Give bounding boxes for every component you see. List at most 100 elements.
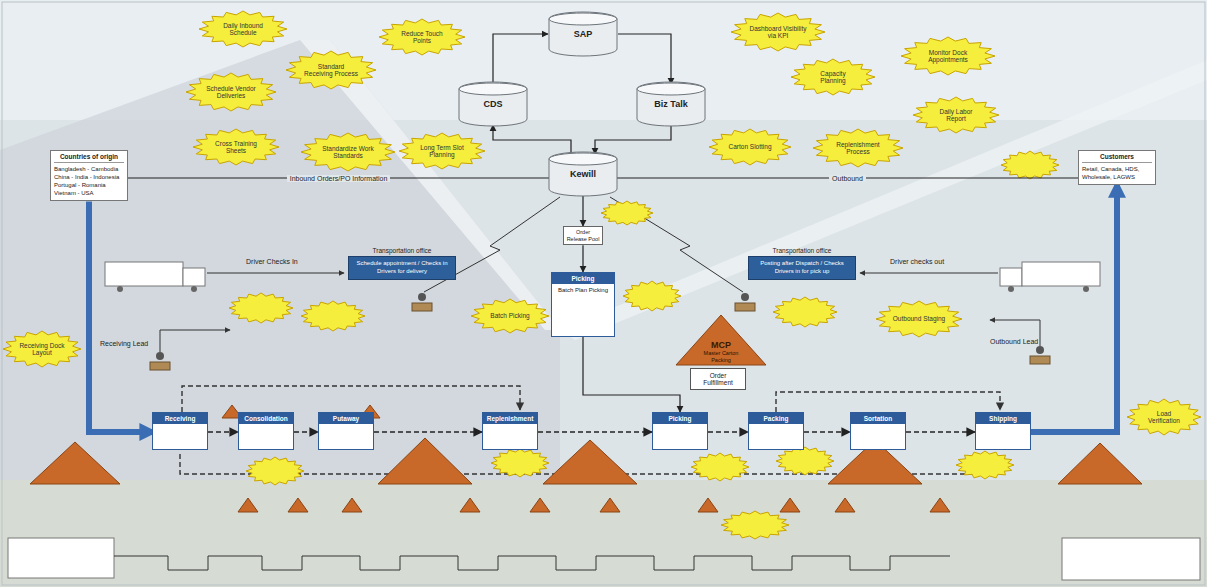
info-flow-line [595, 125, 671, 154]
triangle-fill [676, 315, 766, 365]
burst-fill [399, 133, 485, 169]
push-arrow [708, 431, 748, 433]
entity-title: Countries of origin [54, 153, 124, 163]
idea-burst [491, 449, 549, 477]
roof-edge [560, 60, 1207, 340]
improvement-idea: Schedule Vendor Deliveries [203, 85, 258, 100]
info-box: Order Fulfillment [690, 368, 746, 390]
info-flow-line [493, 34, 548, 84]
idea-burst [776, 447, 834, 475]
flow-note: Driver Checks In [246, 258, 298, 265]
info-flow-line [582, 195, 583, 226]
process-name: Replenishment [483, 413, 537, 424]
triangle-detail: Master Carton Packing [697, 350, 745, 363]
data-box-area [851, 424, 905, 449]
release-pool-box: Order Release Pool [563, 226, 603, 245]
idea-burst: Monitor Dock Appointments [900, 36, 996, 76]
flow-label: Outbound [829, 175, 866, 182]
burst-fill [301, 133, 395, 171]
improvement-idea: Batch Picking [486, 312, 534, 319]
idea-burst: Long Term Slot Planning [398, 132, 486, 170]
burst-text: Batch Picking [486, 312, 534, 319]
process-name: Picking [552, 273, 614, 284]
idea-burst [773, 297, 837, 327]
idea-burst: Batch Picking [470, 298, 550, 334]
office-box: Transportation officeSchedule appointmen… [348, 247, 456, 280]
timeline-box [1062, 538, 1200, 580]
idea-burst: Capacity Planning [790, 58, 876, 96]
push-loop [776, 392, 1000, 412]
idea-burst [1001, 151, 1059, 179]
info-flow-line [493, 125, 571, 154]
process-box: PickingBatch Plan Picking [551, 272, 615, 337]
idea-burst: Daily Inbound Schedule [198, 10, 288, 48]
burst-fill [791, 59, 875, 95]
idea-burst [956, 451, 1014, 479]
process-name: Receiving [153, 413, 207, 424]
driver-arrow [860, 273, 998, 274]
idea-burst: Standardize Work Standards [300, 132, 396, 172]
database-cylinder: SAP [548, 12, 618, 56]
burst-fill [379, 19, 465, 55]
cylinder-top [637, 83, 705, 95]
burst-text: Carton Slotting [725, 143, 775, 150]
triangle-text: MCPMaster Carton Packing [697, 340, 745, 363]
improvement-idea: Carton Slotting [725, 143, 775, 150]
info-flow-line [618, 34, 671, 84]
office-task: Schedule appointment / Checks in Drivers… [353, 260, 451, 276]
pool-name: Order Release Pool [566, 229, 600, 242]
operator-icon [150, 352, 170, 370]
push-arrow [208, 431, 238, 433]
inventory-triangle [30, 405, 1142, 512]
material-flow-arrow [89, 201, 152, 432]
process-name: Putaway [319, 413, 373, 424]
flow-note: Outbound Lead [990, 338, 1038, 345]
driver-arrow [207, 273, 344, 274]
process-name: Picking [653, 413, 707, 424]
burst-text: Monitor Dock Appointments [919, 49, 977, 64]
burst-fill [3, 331, 81, 367]
push-arrow [294, 431, 318, 433]
process-name: Sortation [851, 413, 905, 424]
timeline-box [8, 538, 114, 578]
burst-fill [813, 129, 903, 167]
push-arrow [804, 431, 850, 433]
data-box-area [749, 424, 803, 449]
improvement-idea: Standard Receiving Process [303, 63, 358, 78]
info-flow-line [583, 337, 680, 412]
cylinder-body [637, 82, 705, 126]
cylinder-top [459, 83, 527, 95]
idea-burst [229, 293, 293, 323]
office-panel: Schedule appointment / Checks in Drivers… [348, 256, 456, 280]
burst-text: Long Term Slot Planning [416, 144, 469, 159]
idea-burst: Cross Training Sheets [192, 128, 280, 166]
burst-fill [186, 73, 276, 111]
process-name: Consolidation [239, 413, 293, 424]
info-flow [160, 330, 230, 352]
system-name: SAP [548, 12, 618, 39]
burst-text: Replenishment Process [830, 141, 885, 156]
flow-label: Inbound Orders/PO Information [287, 175, 391, 182]
idea-burst [691, 453, 749, 481]
improvement-idea: Capacity Planning [807, 70, 859, 85]
triangle-title: MCP [697, 340, 745, 350]
burst-text: Load Verification [1141, 410, 1187, 425]
idea-burst: Load Verification [1126, 398, 1202, 436]
system-name: Biz Talk [636, 82, 706, 109]
improvement-idea: Reduce Touch Points [396, 30, 449, 45]
idea-burst [601, 201, 653, 225]
database-cylinder: Biz Talk [636, 82, 706, 126]
entity-detail: Bangladesh - Cambodia China - India - In… [54, 165, 124, 197]
process-box: Packing [748, 412, 804, 450]
idea-burst: Carton Slotting [708, 128, 792, 166]
database-cylinder: CDS [458, 82, 528, 126]
process-box: Picking [652, 412, 708, 450]
data-box-area [653, 424, 707, 449]
cylinder-body [549, 152, 617, 196]
cylinder-top [549, 153, 617, 165]
flow-note: Receiving Lead [100, 340, 148, 347]
office-panel: Posting after Dispatch / Checks Drivers … [748, 256, 856, 280]
burst-fill [913, 97, 999, 133]
